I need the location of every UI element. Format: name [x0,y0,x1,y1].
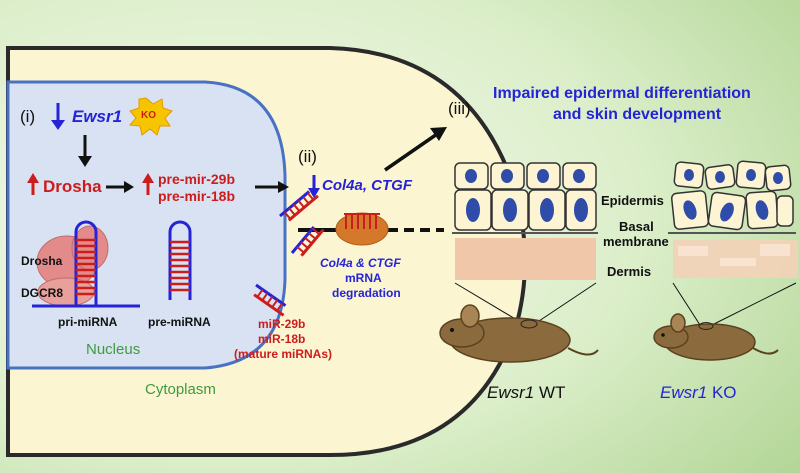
premir-up-arrow [142,173,154,195]
wt-genotype: WT [534,383,566,402]
arrow-premir-to-targets [255,181,289,193]
mature-mirna-line2: miR-18b [258,332,306,346]
drosha-label: Drosha [43,177,102,196]
step-i-label: (i) [20,107,36,126]
arrow-to-outcome [384,127,447,172]
epidermis-label: Epidermis [601,193,664,208]
wt-mouse-image [439,304,599,363]
wt-gene-name: Ewsr1 [487,383,535,402]
basal-membrane-label-line2: membrane [603,234,669,249]
arrow-ewsr1-to-drosha [78,135,92,167]
pre-mirna-hairpin [168,220,192,300]
degradation-label-line3: degradation [332,286,401,300]
wt-dermis [455,238,596,280]
targets-down-arrow [308,175,320,198]
step-iii-label: (iii) [448,99,471,118]
drosha-up-arrow [27,173,39,195]
dgcr8-protein-label: DGCR8 [21,286,64,300]
col4a-ctgf-label: Col4a, CTGF [322,177,413,194]
ko-badge: KO [141,110,156,121]
pri-mirna-hairpin [32,220,140,308]
ko-genotype: KO [707,383,737,402]
wt-epidermis-nuclei [465,169,588,222]
ko-star-burst [128,97,173,136]
degradation-label-line2: mRNA [345,271,382,285]
nucleus-label: Nucleus [86,341,141,358]
dermis-label: Dermis [607,264,652,279]
pre-mir-18b-label: pre-mir-18b [158,188,236,204]
mature-mirna-line3: (mature miRNAs) [234,347,333,361]
ko-dermis [673,240,798,278]
arrow-drosha-to-premir [106,181,134,193]
ko-gene-name: Ewsr1 [660,383,708,402]
ko-epidermis-nuclei [683,169,783,222]
pri-mirna-label: pri-miRNA [58,315,118,329]
outcome-line1: Impaired epidermal differentiation [493,85,751,102]
mature-mirna-line1: miR-29b [258,317,306,331]
ewsr1-gene-label: Ewsr1 [72,107,123,126]
step-ii-label: (ii) [298,147,317,166]
pre-mir-29b-label: pre-mir-29b [158,171,236,187]
ko-mouse-image [653,313,779,361]
wt-mouse-label: Ewsr1 WT [487,384,565,401]
pre-mirna-label: pre-miRNA [148,315,211,329]
degradation-label-line1: Col4a & CTGF [320,256,401,270]
outcome-line2: and skin development [553,106,722,123]
ribosome-complex [335,212,389,246]
drosha-protein-label: Drosha [21,254,63,268]
cytoplasm-label: Cytoplasm [145,381,216,398]
basal-membrane-label-line1: Basal [619,219,654,234]
mature-mirna-duplex [253,190,325,317]
zoom-lines [454,282,797,326]
ko-mouse-label: Ewsr1 KO [660,384,737,401]
ewsr1-down-arrow [51,103,65,130]
